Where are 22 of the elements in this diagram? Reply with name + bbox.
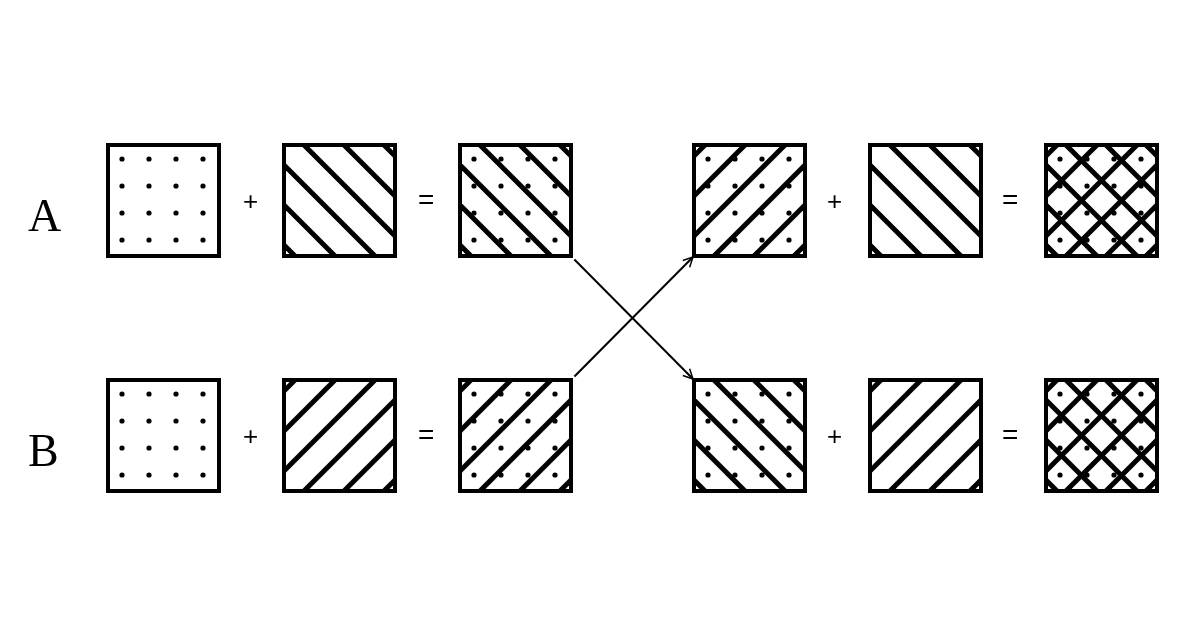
plus-sign: +	[243, 188, 259, 214]
equals-sign: =	[418, 186, 435, 214]
row-label: A	[28, 193, 62, 239]
dotted-hatched-square	[692, 143, 807, 258]
plus-sign: +	[827, 188, 843, 214]
hatched-square	[282, 378, 397, 493]
crosshatched-square	[1044, 378, 1159, 493]
equals-sign: =	[1002, 421, 1019, 449]
hatched-square	[282, 143, 397, 258]
plus-sign: +	[827, 423, 843, 449]
hatched-square	[868, 378, 983, 493]
hatched-square	[868, 143, 983, 258]
dotted-square	[106, 378, 221, 493]
dotted-square	[106, 143, 221, 258]
equals-sign: =	[418, 421, 435, 449]
dotted-hatched-square	[692, 378, 807, 493]
row-label: B	[28, 428, 59, 474]
dotted-hatched-square	[458, 378, 573, 493]
plus-sign: +	[243, 423, 259, 449]
crosshatched-square	[1044, 143, 1159, 258]
equals-sign: =	[1002, 186, 1019, 214]
dotted-hatched-square	[458, 143, 573, 258]
